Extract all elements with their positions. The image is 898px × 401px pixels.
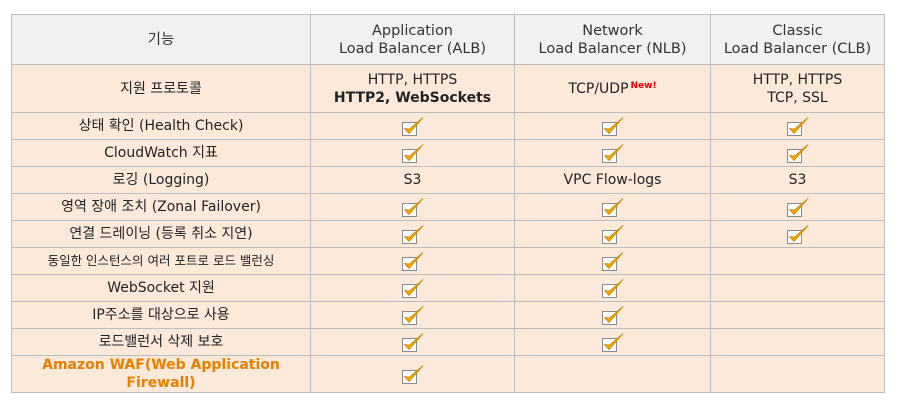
nlb-cell [514, 274, 711, 302]
nlb-cell [514, 139, 711, 167]
feature-cell: 동일한 인스턴스의 여러 포트로 로드 밸런싱 [11, 247, 311, 275]
clb-protocols-line2: TCP, SSL [767, 89, 828, 106]
feature-cell: 로깅 (Logging) [11, 166, 311, 194]
alb-cell [310, 247, 515, 275]
feature-cell: Amazon WAF(Web Application Firewall) [11, 355, 311, 393]
alb-cell [310, 355, 515, 393]
feature-cell: 연결 드레이닝 (등록 취소 지연) [11, 220, 311, 248]
checkbox-check-icon [601, 197, 625, 217]
nlb-cell [514, 301, 711, 329]
alb-cell [310, 274, 515, 302]
header-clb-line1: Classic [772, 22, 823, 39]
feature-cell: 상태 확인 (Health Check) [11, 112, 311, 140]
header-alb: Application Load Balancer (ALB) [310, 14, 515, 65]
checkbox-check-icon [601, 224, 625, 244]
checkbox-check-icon [786, 143, 810, 163]
cell-value: VPC Flow-logs [563, 172, 662, 188]
header-nlb-line2: Load Balancer (NLB) [538, 40, 687, 57]
alb-cell [310, 139, 515, 167]
table-row: WebSocket 지원 [11, 274, 885, 302]
nlb-cell [514, 247, 711, 275]
feature-cell: WebSocket 지원 [11, 274, 311, 302]
new-badge: New! [630, 80, 657, 91]
checkbox-check-icon [401, 143, 425, 163]
checkbox-check-icon [401, 197, 425, 217]
table-row: 영역 장애 조치 (Zonal Failover) [11, 193, 885, 221]
alb-cell [310, 193, 515, 221]
checkbox-check-icon [401, 116, 425, 136]
header-feature: 기능 [11, 14, 311, 65]
clb-cell [710, 247, 885, 275]
checkbox-check-icon [601, 305, 625, 325]
table-row: 연결 드레이닝 (등록 취소 지연) [11, 220, 885, 248]
table-row: 로드밸런서 삭제 보호 [11, 328, 885, 356]
feature-cell: IP주소를 대상으로 사용 [11, 301, 311, 329]
alb-protocols-line2: HTTP2, WebSockets [333, 89, 492, 106]
alb-cell [310, 112, 515, 140]
clb-cell [710, 274, 885, 302]
checkbox-check-icon [601, 251, 625, 271]
checkbox-check-icon [786, 116, 810, 136]
nlb-protocols: TCP/UDP [568, 80, 629, 97]
table-row: IP주소를 대상으로 사용 [11, 301, 885, 329]
feature-cell: CloudWatch 지표 [11, 139, 311, 167]
clb-cell [710, 328, 885, 356]
checkbox-check-icon [601, 332, 625, 352]
clb-cell: S3 [710, 166, 885, 194]
clb-cell [710, 139, 885, 167]
table-row: Amazon WAF(Web Application Firewall) [11, 355, 885, 393]
checkbox-check-icon [601, 116, 625, 136]
nlb-cell [514, 193, 711, 221]
header-row: 기능 Application Load Balancer (ALB) Netwo… [11, 14, 885, 65]
nlb-cell [514, 220, 711, 248]
checkbox-check-icon [601, 143, 625, 163]
cell-value: S3 [788, 172, 807, 188]
header-nlb: Network Load Balancer (NLB) [514, 14, 711, 65]
table-row: 상태 확인 (Health Check) [11, 112, 885, 140]
alb-cell: HTTP, HTTPS HTTP2, WebSockets [310, 64, 515, 113]
clb-cell: HTTP, HTTPS TCP, SSL [710, 64, 885, 113]
table-row: 동일한 인스턴스의 여러 포트로 로드 밸런싱 [11, 247, 885, 275]
nlb-cell [514, 112, 711, 140]
feature-cell: 로드밸런서 삭제 보호 [11, 328, 311, 356]
checkbox-check-icon [401, 364, 425, 384]
header-alb-line1: Application [371, 22, 454, 39]
header-alb-line2: Load Balancer (ALB) [338, 40, 487, 57]
checkbox-check-icon [786, 197, 810, 217]
checkbox-check-icon [401, 224, 425, 244]
clb-protocols-line1: HTTP, HTTPS [752, 71, 843, 88]
checkbox-check-icon [601, 278, 625, 298]
header-clb-line2: Load Balancer (CLB) [723, 40, 872, 57]
clb-cell [710, 220, 885, 248]
comparison-table: 기능 Application Load Balancer (ALB) Netwo… [11, 14, 885, 393]
checkbox-check-icon [401, 251, 425, 271]
nlb-cell: VPC Flow-logs [514, 166, 711, 194]
table-row: CloudWatch 지표 [11, 139, 885, 167]
clb-cell [710, 112, 885, 140]
clb-cell [710, 355, 885, 393]
checkbox-check-icon [401, 332, 425, 352]
alb-cell: S3 [310, 166, 515, 194]
table-row: 로깅 (Logging) S3 VPC Flow-logs S3 [11, 166, 885, 194]
cell-value: S3 [403, 172, 422, 188]
header-clb: Classic Load Balancer (CLB) [710, 14, 885, 65]
header-nlb-line1: Network [582, 22, 643, 39]
nlb-cell [514, 328, 711, 356]
feature-cell: 지원 프로토콜 [11, 64, 311, 113]
alb-cell [310, 328, 515, 356]
checkbox-check-icon [786, 224, 810, 244]
table-row: 지원 프로토콜 HTTP, HTTPS HTTP2, WebSockets TC… [11, 64, 885, 113]
clb-cell [710, 193, 885, 221]
alb-cell [310, 220, 515, 248]
nlb-cell [514, 355, 711, 393]
checkbox-check-icon [401, 278, 425, 298]
alb-protocols-line1: HTTP, HTTPS [367, 71, 458, 88]
clb-cell [710, 301, 885, 329]
checkbox-check-icon [401, 305, 425, 325]
feature-cell: 영역 장애 조치 (Zonal Failover) [11, 193, 311, 221]
alb-cell [310, 301, 515, 329]
